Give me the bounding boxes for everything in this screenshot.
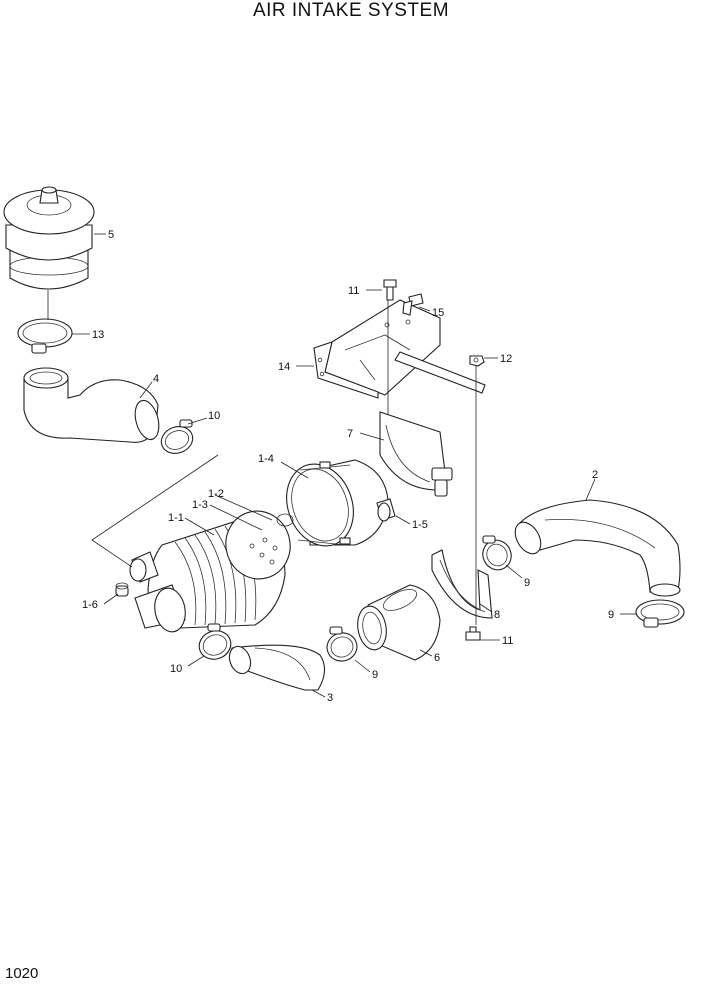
bolt-15-part	[402, 293, 424, 316]
clamp-10-lower-part	[198, 623, 232, 660]
plug-1-6-part	[115, 582, 129, 597]
clamp-10-upper-part	[160, 419, 194, 454]
clamp-13-part	[17, 318, 73, 354]
precleaner-cap-part	[3, 186, 95, 290]
page-number: 1020	[5, 965, 39, 982]
callout-1-2: 1-2	[208, 488, 224, 500]
bolt-11-lower-part	[465, 626, 481, 641]
callout-14: 14	[278, 361, 290, 373]
vacuator-valve-1-5-part	[376, 498, 396, 522]
callout-3: 3	[327, 692, 333, 704]
band-8-part	[431, 549, 493, 619]
callout-2: 2	[592, 469, 598, 481]
callout-7: 7	[347, 428, 353, 440]
intake-hose-2-part	[514, 499, 681, 597]
bracket-14-part	[313, 299, 486, 399]
nut-12-part	[469, 355, 485, 367]
reducer-hose-6-part	[357, 584, 441, 661]
callout-1-6: 1-6	[82, 599, 98, 611]
air-cleaner-body-1-1-part	[129, 510, 294, 633]
callout-8: 8	[494, 609, 500, 621]
callout-4: 4	[153, 373, 159, 385]
callout-1-4: 1-4	[258, 453, 274, 465]
callout-1-3: 1-3	[192, 499, 208, 511]
callout-9-far-right: 9	[608, 609, 614, 621]
callout-12: 12	[500, 353, 512, 365]
clamp-9-far-right-part	[635, 599, 685, 628]
leader-lines	[47, 233, 636, 698]
callout-13: 13	[92, 329, 104, 341]
elbow-hose-4-part	[23, 367, 160, 443]
callout-10-upper: 10	[208, 410, 220, 422]
bolt-11-upper-part	[383, 279, 397, 301]
outlet-hose-3-part	[228, 644, 326, 691]
callout-1-5: 1-5	[412, 519, 428, 531]
page-title: AIR INTAKE SYSTEM	[252, 0, 450, 21]
callout-11-upper: 11	[348, 285, 359, 297]
clamp-9-right-part	[482, 535, 512, 571]
callout-5: 5	[108, 229, 114, 241]
callout-9-middle: 9	[372, 669, 378, 681]
clamp-9-middle-part	[326, 626, 358, 662]
callout-9-right: 9	[524, 577, 530, 589]
callout-11-lower: 11	[502, 635, 513, 647]
cleaner-cover-1-4-part	[286, 459, 389, 547]
callout-labels: 5 13 4 10 1-4 1-2 1-3 1-1 1-5 1-6 10 3 9…	[82, 229, 614, 704]
callout-6: 6	[434, 652, 440, 664]
callout-10-lower: 10	[170, 663, 182, 675]
callout-1-1: 1-1	[168, 512, 184, 524]
callout-15: 15	[432, 307, 444, 319]
band-7-part	[379, 411, 453, 497]
